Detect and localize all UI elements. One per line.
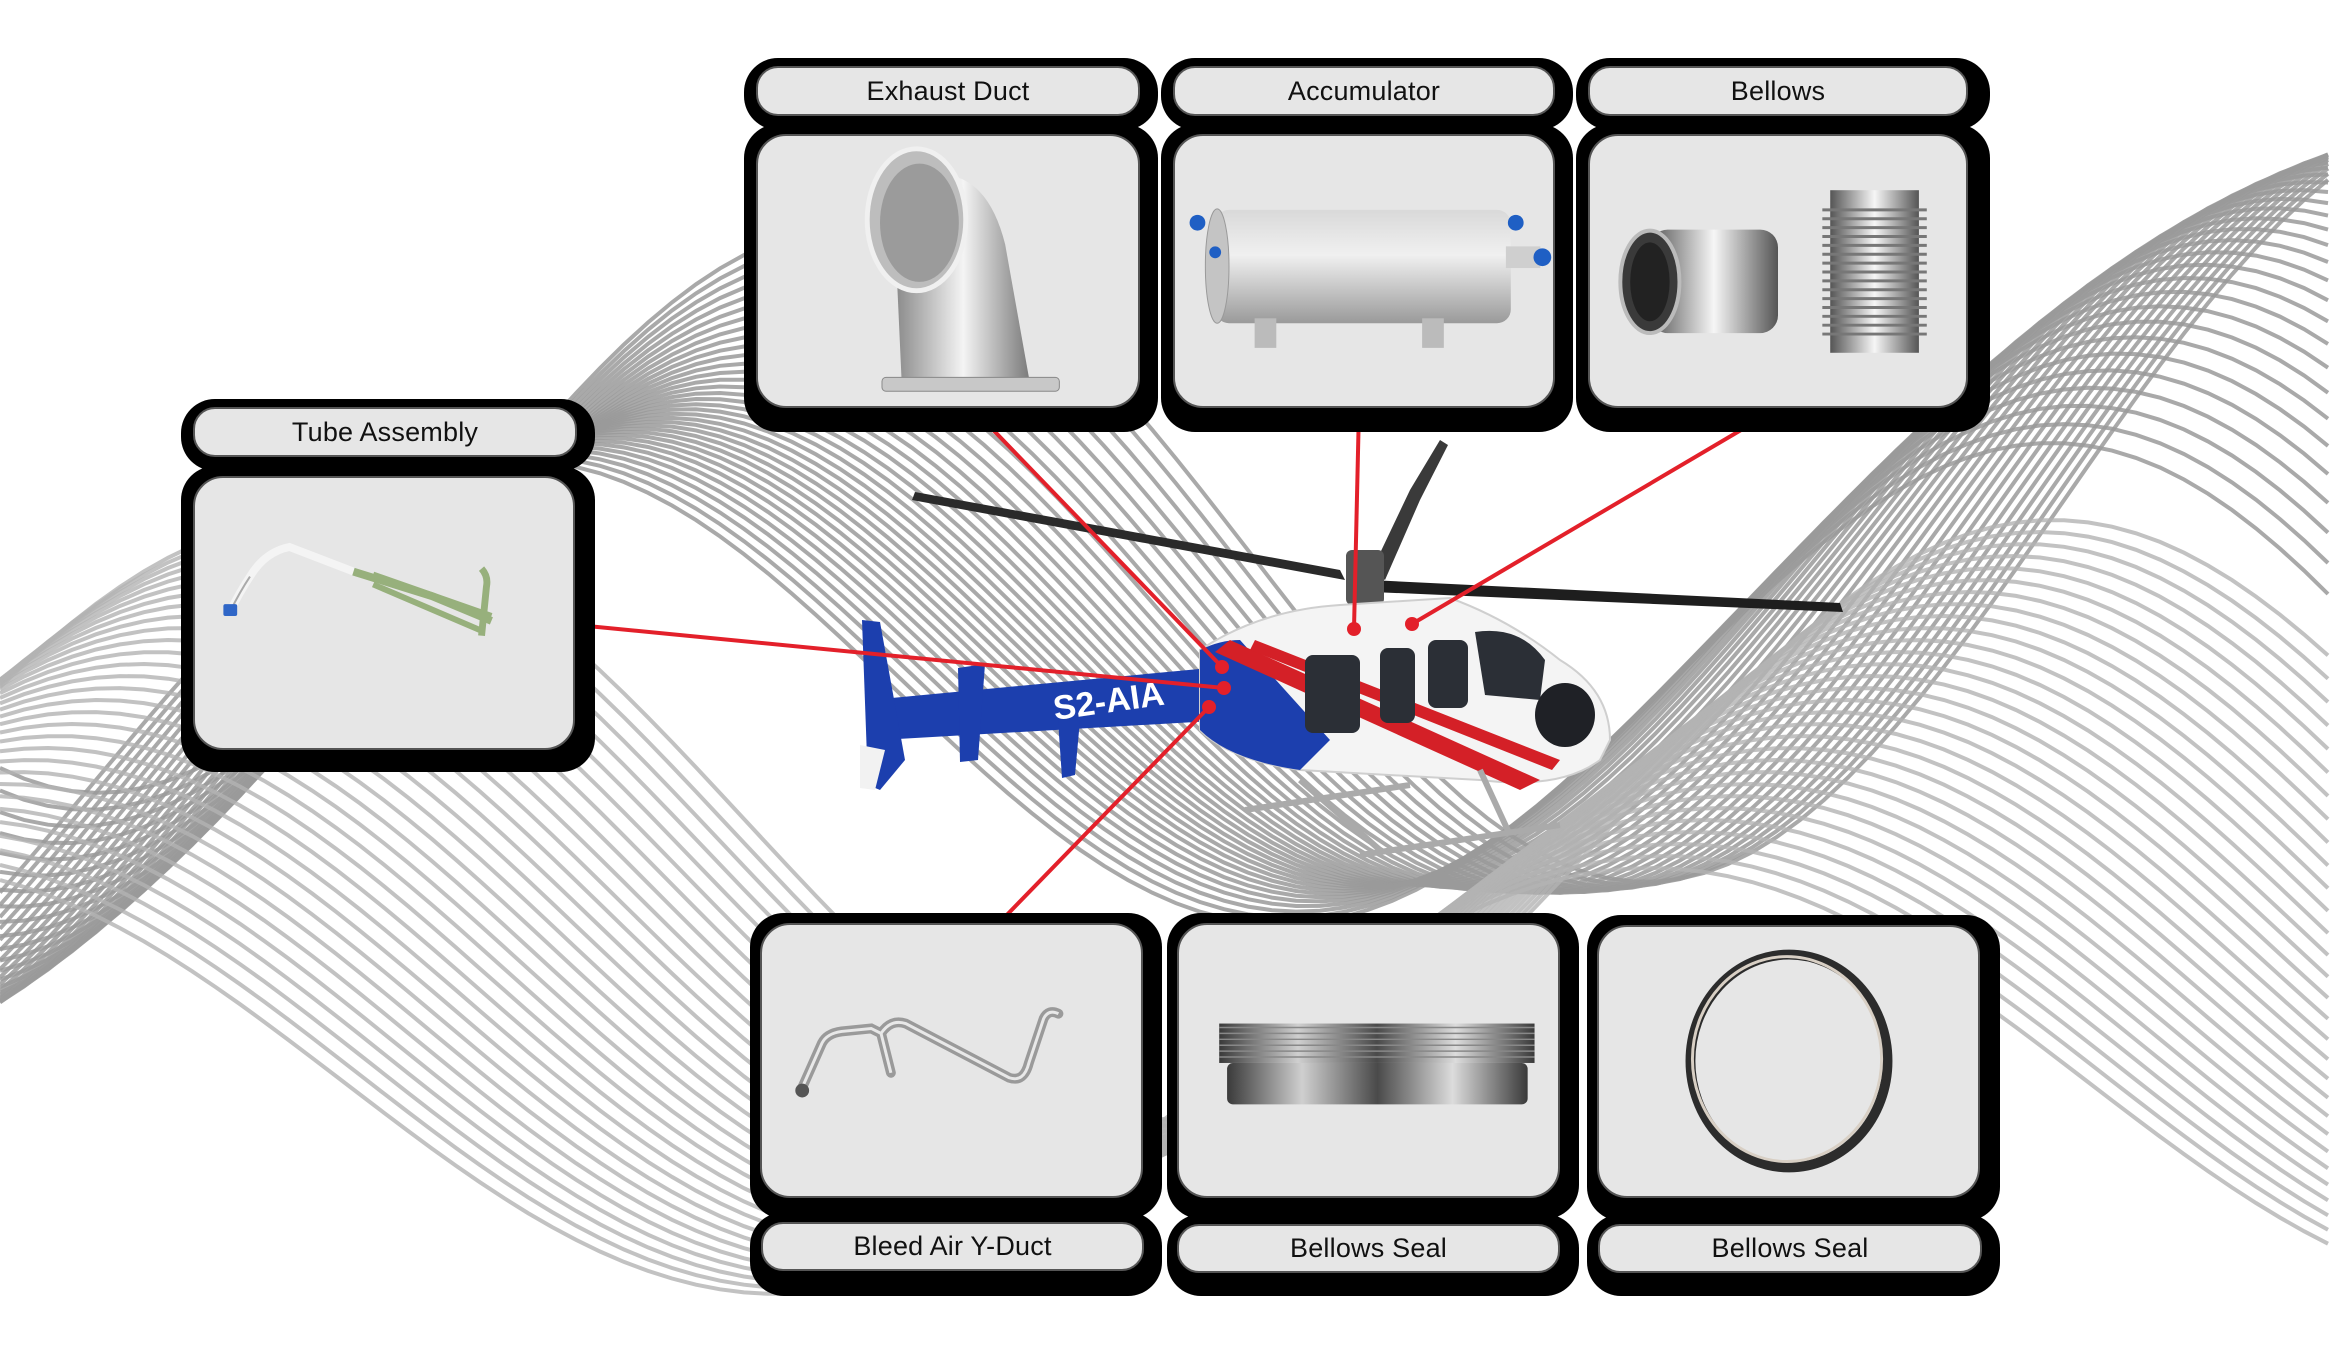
main-rotor-icon bbox=[912, 440, 1843, 612]
tail-boom: S2-AIA bbox=[860, 620, 1230, 790]
tube-assembly-label: Tube Assembly bbox=[193, 407, 577, 457]
fuselage bbox=[1199, 596, 1612, 790]
exhaust-duct-image bbox=[756, 134, 1140, 408]
exhaust-duct-elbow-icon bbox=[864, 146, 1060, 392]
bellows-seal-cylinder-icon bbox=[1219, 1023, 1535, 1105]
bellows-seal-1-label: Bellows Seal bbox=[1177, 1224, 1560, 1273]
metal-bellows-icon bbox=[1618, 190, 1927, 353]
accumulator-label: Accumulator bbox=[1173, 66, 1555, 116]
bellows-seal-2-image bbox=[1597, 925, 1980, 1198]
exhaust-duct-label: Exhaust Duct bbox=[756, 66, 1140, 116]
tube-assembly-image bbox=[193, 476, 575, 750]
bellows-seal-1-image bbox=[1177, 923, 1560, 1198]
bleed-air-y-duct-image bbox=[760, 923, 1143, 1198]
bellows-seal-ring-icon bbox=[1685, 949, 1893, 1173]
bleed-air-y-duct-label: Bleed Air Y-Duct bbox=[761, 1222, 1144, 1271]
bleed-air-duct-icon bbox=[795, 1007, 1064, 1098]
bellows-seal-2-label: Bellows Seal bbox=[1598, 1224, 1982, 1273]
landing-skids bbox=[1244, 768, 1561, 858]
bellows-label: Bellows bbox=[1588, 66, 1968, 116]
bellows-image bbox=[1588, 134, 1968, 408]
accumulator-image bbox=[1173, 134, 1555, 408]
tube-assembly-icon bbox=[223, 542, 493, 637]
accumulator-cylinder-icon bbox=[1189, 208, 1552, 348]
